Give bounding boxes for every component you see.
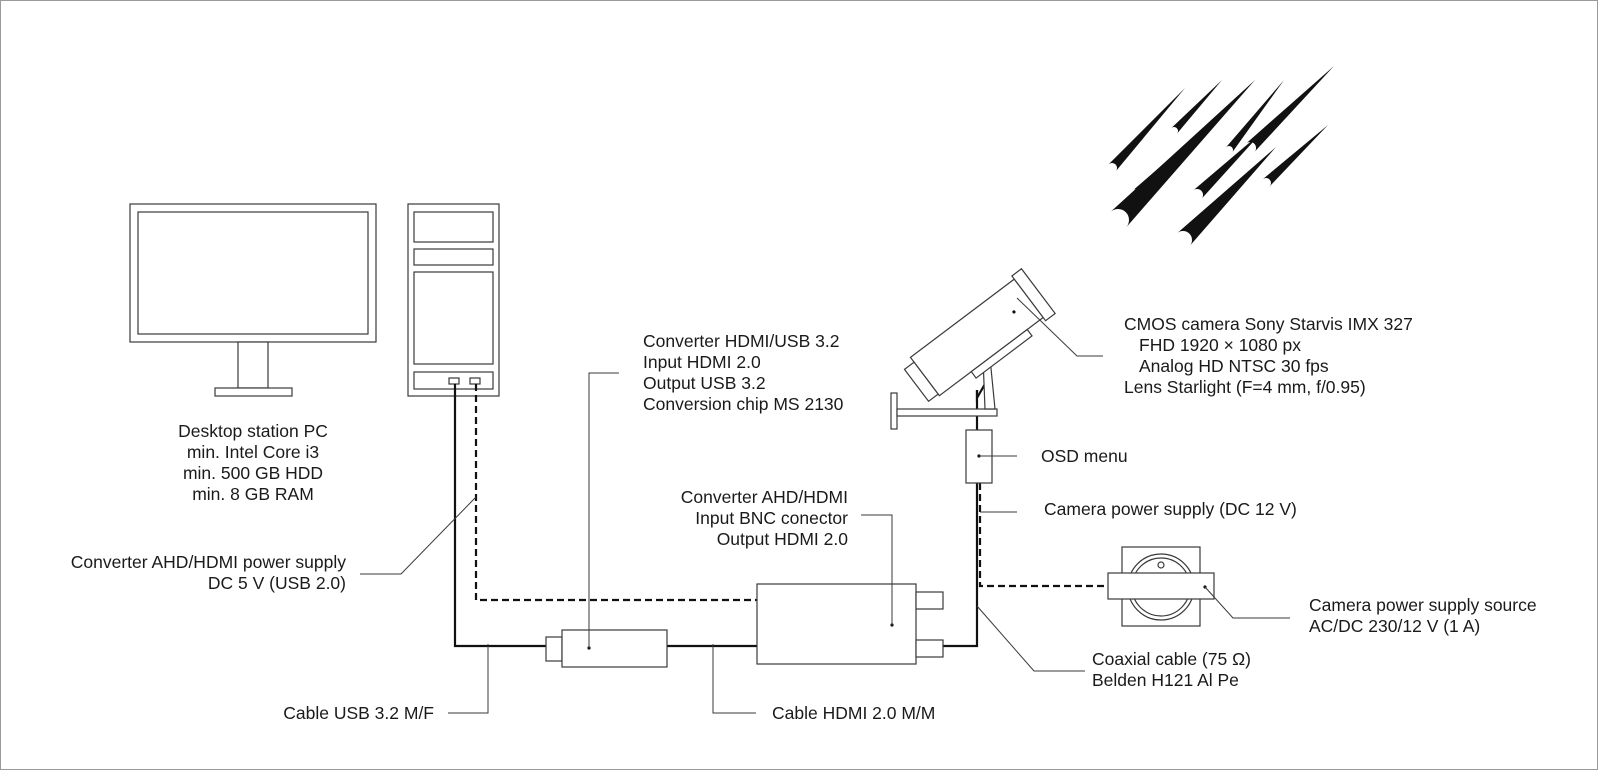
meteor-streak: [1245, 66, 1334, 153]
label-pc-line: min. Intel Core i3: [187, 442, 319, 462]
meteor-streak: [1225, 80, 1284, 153]
converter-hdmi-usb-icon: [545, 629, 668, 668]
label-line: DC 5 V (USB 2.0): [208, 573, 346, 593]
label-camera: CMOS camera Sony Starvis IMX 327 FHD 192…: [1124, 314, 1413, 397]
label-cable-usb: Cable USB 3.2 M/F: [283, 703, 434, 723]
label-pc-line: min. 500 GB HDD: [183, 463, 323, 483]
camera-icon: [890, 267, 1057, 484]
label-line: Input HDMI 2.0: [643, 352, 761, 372]
label-converter-power: Converter AHD/HDMI power supply DC 5 V (…: [71, 552, 346, 593]
label-line: Lens Starlight (F=4 mm, f/0.95): [1124, 377, 1366, 397]
power-adapter-icon: [1107, 546, 1215, 627]
meteor-streak: [1192, 132, 1262, 200]
label-line: Coaxial cable (75 Ω): [1092, 649, 1251, 669]
meteor-streak: [1133, 146, 1184, 196]
monitor-icon: [129, 203, 377, 397]
label-line: Analog HD NTSC 30 fps: [1139, 356, 1329, 376]
label-line: Converter HDMI/USB 3.2: [643, 331, 839, 351]
label-pc-line: min. 8 GB RAM: [192, 484, 314, 504]
meteor-streak: [1262, 125, 1328, 187]
meteor-streak: [1108, 88, 1185, 172]
label-line: Conversion chip MS 2130: [643, 394, 844, 414]
label-coaxial: Coaxial cable (75 Ω) Belden H121 Al Pe: [1092, 649, 1251, 690]
label-line: Belden H121 Al Pe: [1092, 670, 1239, 690]
meteor-streak: [1110, 80, 1255, 228]
converter-ahd-hdmi-icon: [756, 583, 944, 665]
label-pc: Desktop station PC min. Intel Core i3 mi…: [178, 421, 328, 504]
meteor-streak: [1171, 80, 1222, 134]
label-line: Output USB 3.2: [643, 373, 766, 393]
label-pc-line: Desktop station PC: [178, 421, 328, 441]
leader-lines: [360, 297, 1290, 714]
label-line: Converter AHD/HDMI power supply: [71, 552, 346, 572]
label-line: Input BNC conector: [695, 508, 848, 528]
label-line: Output HDMI 2.0: [717, 529, 849, 549]
label-cable-hdmi: Cable HDMI 2.0 M/M: [772, 703, 935, 723]
label-line: CMOS camera Sony Starvis IMX 327: [1124, 314, 1413, 334]
label-line: Converter AHD/HDMI: [681, 487, 848, 507]
pc-tower-icon: [407, 203, 500, 397]
label-osd-menu: OSD menu: [1041, 446, 1128, 466]
label-line: AC/DC 230/12 V (1 A): [1309, 616, 1480, 636]
label-converter-ahd-hdmi: Converter AHD/HDMI Input BNC conector Ou…: [681, 487, 849, 549]
label-camera-power: Camera power supply (DC 12 V): [1044, 499, 1297, 519]
label-converter-hdmi-usb: Converter HDMI/USB 3.2 Input HDMI 2.0 Ou…: [643, 331, 844, 414]
label-power-source: Camera power supply source AC/DC 230/12 …: [1309, 595, 1537, 636]
meteor-shower-icon: [1108, 66, 1334, 247]
meteor-streak: [1176, 147, 1276, 247]
label-line: Camera power supply source: [1309, 595, 1537, 615]
label-line: FHD 1920 × 1080 px: [1139, 335, 1301, 355]
